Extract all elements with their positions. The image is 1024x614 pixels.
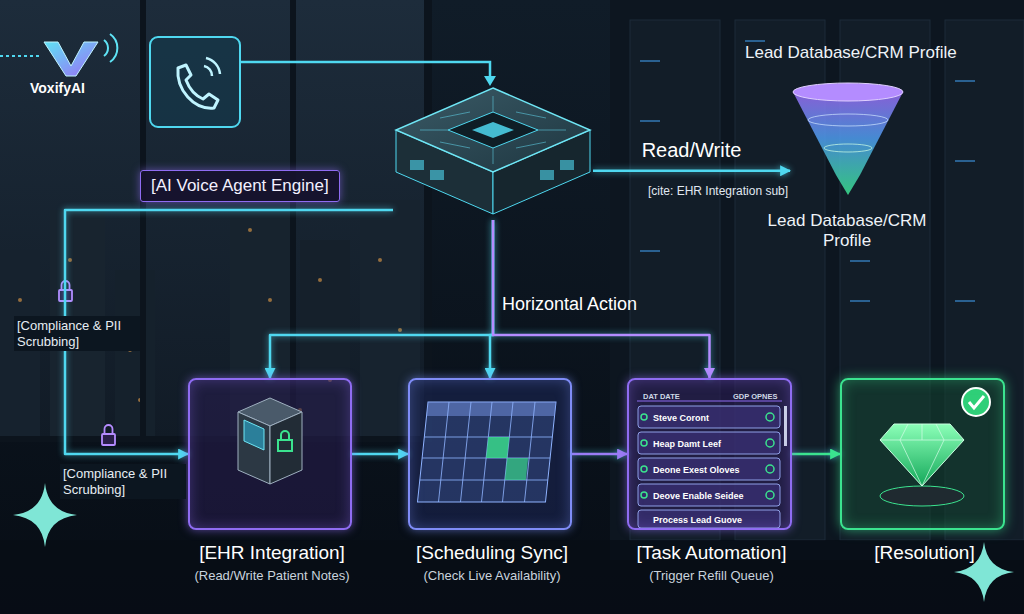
funnel-icon bbox=[793, 83, 903, 195]
compliance-note: [Compliance & PII Scrubbing] bbox=[60, 464, 186, 499]
crm-heading: Lead Database/CRM Profile bbox=[745, 43, 957, 63]
phone-to-engine-arrow bbox=[240, 62, 496, 86]
flow-connector bbox=[792, 453, 840, 456]
calendar-grid bbox=[408, 378, 572, 530]
engine-node: [AI Voice Agent Engine] bbox=[393, 85, 593, 220]
brand-name: VoxifyAI bbox=[30, 80, 85, 97]
flow-connector bbox=[593, 170, 790, 173]
lock-icons bbox=[59, 281, 115, 445]
list-row: Process Lead Guove bbox=[653, 515, 742, 526]
compliance-note: [Compliance & PII Scrubbing] bbox=[14, 316, 140, 351]
box-title: [Task Automation] bbox=[589, 542, 834, 565]
logo-mark bbox=[0, 34, 117, 76]
flow-connector bbox=[352, 453, 408, 456]
connector-label: Read/Write bbox=[642, 138, 742, 162]
engine-title: [AI Voice Agent Engine] bbox=[140, 170, 340, 202]
box-subtitle: (Read/Write Patient Notes) bbox=[150, 568, 394, 584]
flow-label: Horizontal Action bbox=[502, 294, 637, 316]
scheduling-box: [Scheduling Sync](Check Live Availabilit… bbox=[408, 378, 572, 530]
box-title: [Resolution] bbox=[802, 542, 1024, 565]
citation-note: [cite: EHR Integration sub] bbox=[648, 184, 788, 198]
list-row: Heap Damt Leef bbox=[653, 439, 721, 450]
box-title: [EHR Integration] bbox=[150, 542, 394, 565]
flow-connector bbox=[493, 220, 710, 378]
list-row: Steve Coront bbox=[653, 413, 709, 424]
resolution-gem bbox=[840, 378, 1005, 530]
crm-heading: Lead Database/CRM Profile bbox=[762, 211, 932, 252]
box-subtitle: (Check Live Availability) bbox=[370, 568, 614, 584]
resolution-box: [Resolution] bbox=[840, 378, 1005, 530]
box-title: [Scheduling Sync] bbox=[370, 542, 614, 565]
ehr-device bbox=[188, 378, 352, 530]
sparkles bbox=[13, 483, 1014, 602]
list-row: Deove Enable Seidee bbox=[653, 491, 744, 502]
list-row: Deone Exest Oloves bbox=[653, 465, 740, 476]
crm-funnel-node: Lead Database/CRM ProfileLead Database/C… bbox=[790, 85, 905, 195]
flow-connector bbox=[572, 453, 627, 456]
list-header: GDP OPNES bbox=[733, 392, 777, 401]
flow-connector bbox=[270, 220, 493, 378]
ehr-box: [EHR Integration](Read/Write Patient Not… bbox=[188, 378, 352, 530]
task-box: DAT DATE GDP OPNES Steve CorontHeap Damt L… bbox=[627, 378, 792, 530]
box-subtitle: (Trigger Refill Queue) bbox=[589, 568, 834, 584]
phone-box bbox=[150, 37, 240, 127]
engine-chip bbox=[396, 88, 590, 214]
list-header: DAT DATE bbox=[643, 392, 680, 401]
task-list bbox=[627, 378, 792, 530]
